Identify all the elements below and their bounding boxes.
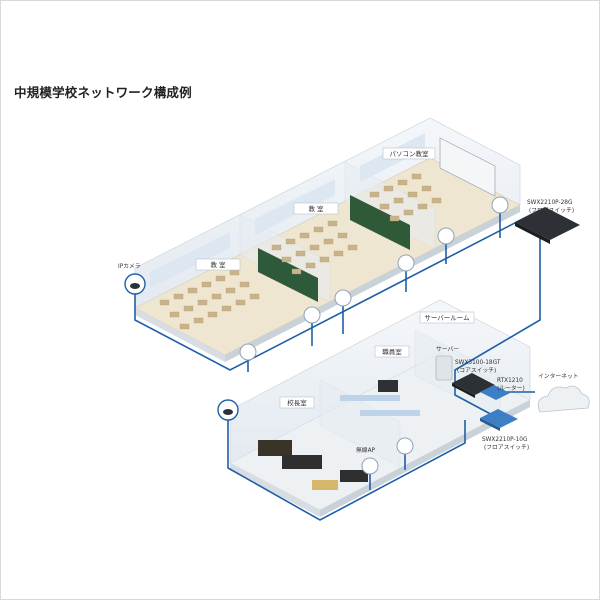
- swx2210p10g-role: (フロアスイッチ): [484, 444, 529, 451]
- server-label: サーバー: [436, 346, 459, 353]
- pc-room-label: パソコン教室: [390, 149, 430, 158]
- server-room-label: サーバールーム: [424, 314, 470, 322]
- rtx1210-name: RTX1210: [497, 378, 523, 384]
- swx2210p-10g-device: [480, 409, 518, 431]
- classroom-left-label: 教 室: [210, 260, 226, 269]
- swx2210p10g-name: SWX2210P-10G: [482, 437, 528, 443]
- diagram-title: 中規模学校ネットワーク構成例: [14, 85, 192, 100]
- staff-room-label: 職員室: [382, 347, 402, 356]
- swx3100-device: [452, 373, 495, 398]
- network-cables: [134, 209, 541, 521]
- wireless-ap-label: 無線AP: [356, 446, 376, 454]
- rtx1210-role: (ルーター): [497, 384, 525, 392]
- rtx1210-device: [480, 385, 510, 400]
- swx2210p28g-role: (フロアスイッチ): [529, 207, 574, 214]
- swx2210p-28g-device: [515, 207, 580, 244]
- swx2210p28g-name: SWX2210P-28G: [527, 200, 573, 206]
- student-desks: [159, 173, 442, 330]
- internet-label: インターネット: [538, 372, 579, 380]
- room-labels: 教 室 教 室 パソコン教室 職員室 校長室 サーバールーム: [195, 147, 475, 409]
- swx3100-role: (コアスイッチ): [457, 367, 496, 374]
- classroom-mid-label: 教 室: [308, 204, 324, 213]
- device-labels: IPカメラ SWX2210P-28G (フロアスイッチ) サーバー SWX310…: [118, 200, 579, 454]
- principal-room-label: 校長室: [287, 398, 307, 407]
- internet-cloud-icon: [537, 385, 590, 413]
- ipcamera-icons: [124, 273, 239, 421]
- swx3100-name: SWX3100-18GT: [455, 360, 501, 366]
- wireless-ap-icons: [239, 196, 509, 475]
- blackboards: [258, 137, 496, 302]
- ipcamera-label: IPカメラ: [118, 263, 141, 270]
